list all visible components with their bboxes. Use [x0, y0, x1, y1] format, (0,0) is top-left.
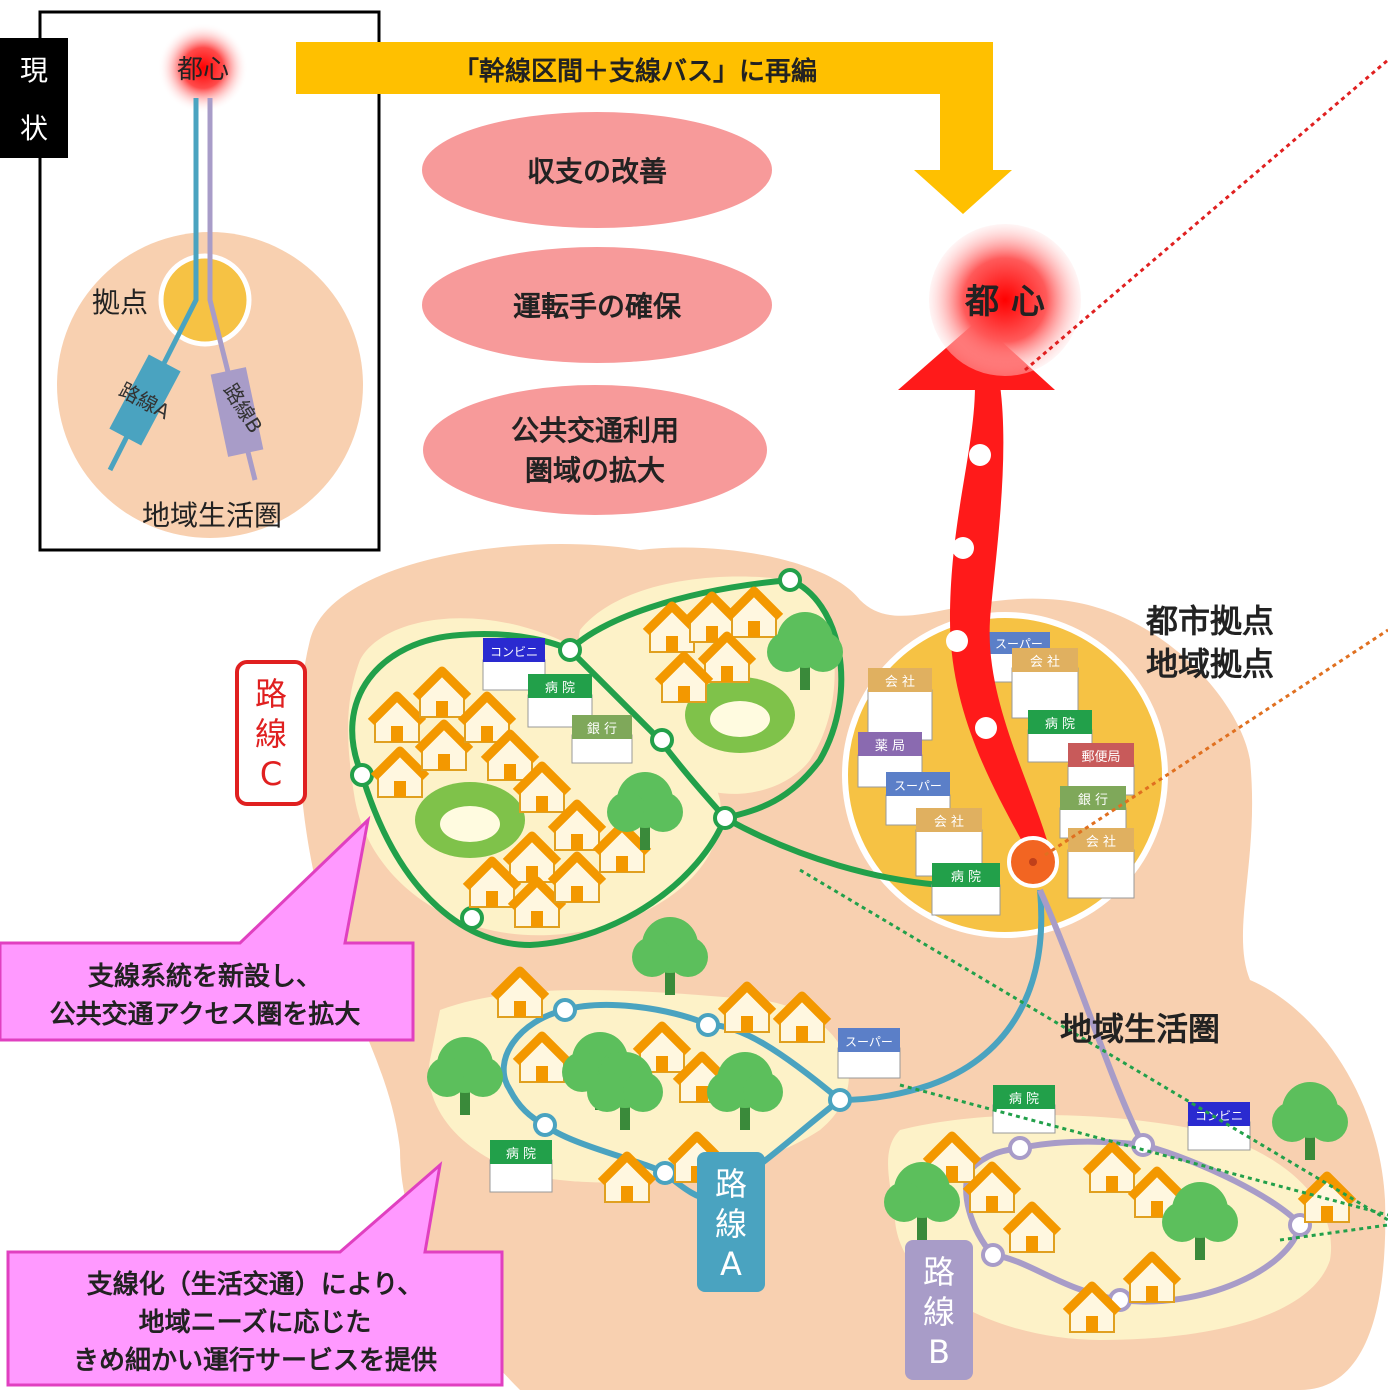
svg-text:路: 路 [255, 675, 287, 713]
city-center-label: 都 心 [964, 282, 1045, 322]
current-hub-circle [158, 253, 252, 347]
current-hub-label: 拠点 [92, 286, 148, 319]
callout-feeder-line-2: 地域ニーズに応じた [139, 1307, 372, 1338]
building-convenience-2: コンビニ [1187, 1102, 1251, 1151]
callout-new-route-line-1: 支線系統を新設し、 [88, 961, 322, 992]
leader-lines [799, 58, 1388, 1242]
callout-feeder-line-3: きめ細かい運行サービスを提供 [73, 1345, 437, 1376]
benefit-2-label: 運転手の確保 [513, 290, 682, 323]
benefit-1-bubble [422, 112, 772, 228]
reorg-arrow-label: 「幹線区間＋支線バス」に再編 [453, 56, 817, 87]
svg-text:薬 局: 薬 局 [875, 739, 905, 754]
svg-text:B: B [928, 1333, 950, 1371]
svg-text:線: 線 [923, 1293, 955, 1331]
building-hospital-5: 病 院 [931, 863, 1001, 916]
city-center-glow [929, 224, 1081, 376]
current-route-b-tag [210, 367, 264, 457]
svg-text:郵便局: 郵便局 [1081, 750, 1120, 765]
svg-text:会 社: 会 社 [1030, 654, 1060, 670]
current-state-panel: 現 状 都心 路線A 路線B 拠点 地域生活圏 [0, 10, 381, 552]
svg-text:銀 行: 銀 行 [587, 722, 617, 737]
benefit-2-bubble [422, 247, 772, 363]
current-state-tab [0, 38, 68, 158]
svg-text:線: 線 [715, 1205, 747, 1243]
building-super-1: スーパー [837, 1028, 901, 1079]
benefit-3-label-2: 圏域の拡大 [525, 454, 665, 487]
callout-feeder: 支線化（生活交通）により、 地域ニーズに応じた きめ細かい運行サービスを提供 [6, 1161, 504, 1387]
route-c-stops [350, 568, 802, 930]
current-center-label: 都心 [177, 55, 229, 85]
svg-text:会 社: 会 社 [1086, 834, 1116, 850]
svg-text:会 社: 会 社 [885, 674, 915, 690]
building-company-1: 会 社 [867, 668, 933, 741]
svg-text:会 社: 会 社 [934, 814, 964, 830]
building-company-2: 会 社 [1011, 648, 1079, 719]
svg-text:銀 行: 銀 行 [1078, 793, 1108, 808]
current-state-label-2: 状 [20, 112, 48, 145]
svg-text:スーパー: スーパー [995, 637, 1043, 651]
park-1 [415, 782, 525, 858]
svg-text:病 院: 病 院 [1045, 717, 1075, 732]
svg-text:スーパー: スーパー [894, 779, 942, 793]
building-company-4: 会 社 [1067, 828, 1135, 899]
svg-text:線: 線 [255, 715, 287, 753]
route-b-tag: 路 線 B [905, 1240, 973, 1380]
svg-text:コンビニ: コンビニ [490, 645, 538, 659]
svg-text:路: 路 [923, 1253, 955, 1291]
callout-feeder-line-1: 支線化（生活交通）により、 [87, 1269, 423, 1300]
current-route-a-tag [109, 354, 181, 446]
svg-text:スーパー: スーパー [845, 1035, 893, 1049]
benefit-3-label-1: 公共交通利用 [511, 414, 679, 447]
benefit-1-label: 収支の改善 [527, 155, 667, 188]
building-pharmacy: 薬 局 [857, 732, 923, 788]
area-label: 地域生活圏 [1060, 1010, 1220, 1048]
svg-text:A: A [720, 1245, 742, 1283]
callout-new-route: 支線系統を新設し、 公共交通アクセス圏を拡大 [0, 815, 415, 1042]
current-area-circle [57, 232, 363, 538]
svg-text:C: C [260, 755, 282, 793]
svg-text:病 院: 病 院 [1009, 1092, 1039, 1107]
callout-new-route-line-2: 公共交通アクセス圏を拡大 [50, 999, 361, 1030]
building-hospital-2: 病 院 [489, 1140, 553, 1193]
building-hospital-3: 病 院 [992, 1085, 1056, 1134]
reorg-arrow: 「幹線区間＋支線バス」に再編 [296, 42, 1012, 214]
building-bank-1: 銀 行 [571, 715, 633, 764]
hub-label-1: 都市拠点 [1145, 602, 1274, 640]
route-a-tag: 路 線 A [697, 1152, 765, 1292]
benefit-list: 収支の改善 運転手の確保 公共交通利用 圏域の拡大 [422, 112, 772, 515]
benefit-3-bubble [423, 385, 767, 515]
svg-text:路: 路 [715, 1165, 747, 1203]
svg-text:病 院: 病 院 [545, 681, 575, 696]
current-center-glow [158, 23, 248, 113]
svg-text:病 院: 病 院 [951, 870, 981, 885]
route-c-tag: 路 線 C [235, 660, 307, 806]
hub-label-2: 地域拠点 [1146, 645, 1274, 683]
current-state-label-1: 現 [20, 54, 48, 87]
current-area-label: 地域生活圏 [142, 499, 282, 532]
building-hospital-1: 病 院 [527, 674, 593, 728]
svg-text:病 院: 病 院 [506, 1147, 536, 1162]
